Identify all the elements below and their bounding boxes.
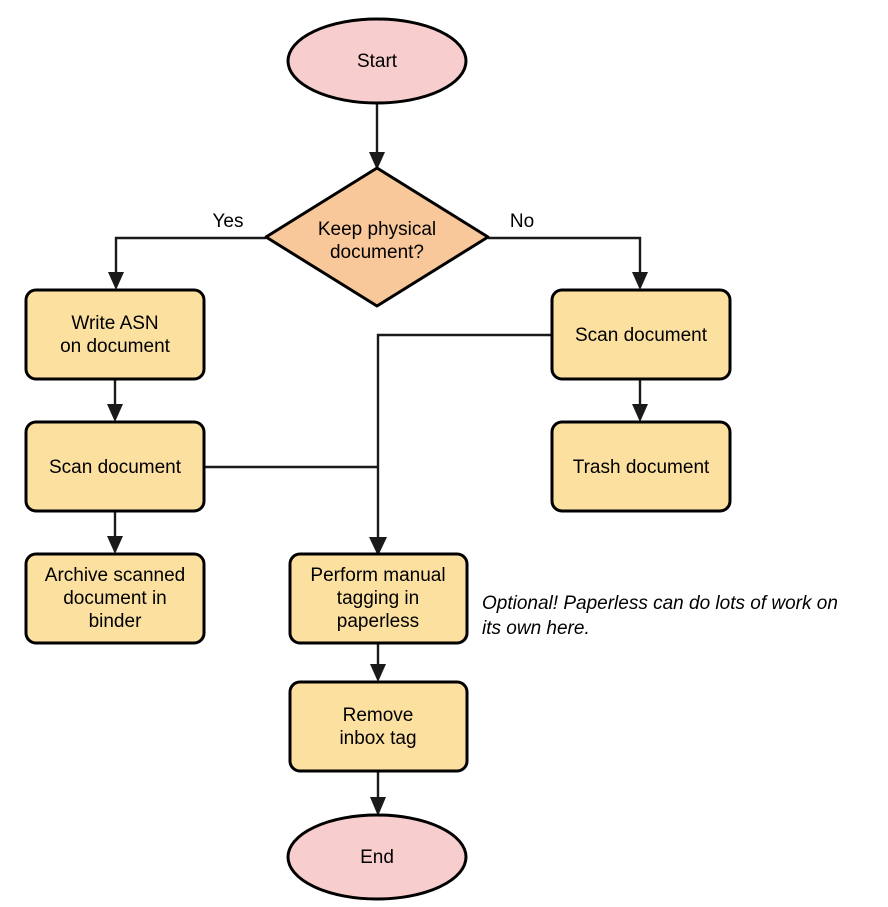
node-scan-document-left[interactable]: Scan document [24, 420, 206, 513]
trash-document-box[interactable] [550, 420, 732, 513]
scan-document-right-label: Scan document [575, 325, 708, 346]
tagging-label-line3: paperless [337, 611, 419, 632]
decision-label-line2: document? [330, 242, 424, 263]
start-ellipse[interactable] [286, 17, 468, 105]
remove-tag-label-line1: Remove [343, 705, 414, 726]
annotation-line1: Optional! Paperless can do lots of work … [482, 593, 838, 614]
edge-decision-no-to-scan-right [488, 236, 648, 290]
node-end[interactable]: End [286, 813, 468, 901]
annotation-optional-paperless: Optional! Paperless can do lots of work … [482, 593, 838, 639]
edge-scan-right-to-trash [632, 379, 648, 422]
start-label: Start [357, 51, 398, 72]
arrowhead-icon [108, 272, 124, 290]
archive-box[interactable] [24, 552, 206, 645]
end-label: End [360, 847, 394, 868]
node-write-asn-on-document[interactable]: Write ASN on document [24, 288, 206, 381]
edge-line [114, 236, 266, 280]
node-perform-manual-tagging[interactable]: Perform manual tagging in paperless [288, 552, 469, 645]
edge-scan-left-to-archive [107, 511, 123, 554]
node-remove-inbox-tag[interactable]: Remove inbox tag [288, 680, 469, 773]
archive-label-line2: document in [63, 588, 167, 609]
edge-tagging-to-remove-tag [370, 643, 386, 682]
node-start[interactable]: Start [286, 17, 468, 105]
arrowhead-icon [632, 404, 648, 422]
node-scan-document-right[interactable]: Scan document [550, 288, 732, 381]
arrowhead-icon [107, 536, 123, 554]
edge-label-yes: Yes [213, 211, 244, 232]
arrowhead-icon [632, 272, 648, 290]
arrowhead-icon [370, 797, 386, 816]
edge-remove-tag-to-end [370, 771, 386, 816]
node-archive-scanned-document[interactable]: Archive scanned document in binder [24, 552, 206, 645]
archive-label-line1: Archive scanned [45, 565, 185, 586]
write-asn-box[interactable] [24, 288, 206, 381]
decision-label-line1: Keep physical [318, 219, 436, 240]
remove-inbox-tag-box[interactable] [288, 680, 469, 773]
write-asn-label-line2: on document [60, 336, 171, 357]
tagging-label-line2: tagging in [337, 588, 419, 609]
edge-decision-yes-to-write-asn [108, 236, 266, 290]
node-trash-document[interactable]: Trash document [550, 420, 732, 513]
tagging-box[interactable] [288, 552, 469, 645]
tagging-label-line1: Perform manual [310, 565, 445, 586]
archive-label-line3: binder [89, 611, 142, 632]
scan-document-left-box[interactable] [24, 420, 206, 513]
node-decision-keep-physical-document[interactable]: Keep physical document? [264, 166, 490, 308]
annotation-line2: its own here. [482, 618, 590, 639]
edge-scan-right-to-tagging [369, 333, 552, 556]
remove-tag-label-line2: inbox tag [339, 728, 416, 749]
edge-start-to-decision [369, 101, 385, 170]
edge-write-asn-to-scan-left [107, 379, 123, 422]
end-ellipse[interactable] [286, 813, 468, 901]
edge-label-no: No [510, 211, 534, 232]
trash-document-label: Trash document [573, 457, 710, 478]
scan-document-right-box[interactable] [550, 288, 732, 381]
edge-line [376, 333, 552, 544]
decision-diamond[interactable] [264, 166, 490, 308]
scan-document-left-label: Scan document [49, 457, 182, 478]
arrowhead-icon [370, 664, 386, 682]
edge-line [488, 236, 642, 280]
arrowhead-icon [369, 537, 387, 556]
arrowhead-icon [107, 404, 123, 422]
arrowhead-icon [369, 152, 385, 170]
write-asn-label-line1: Write ASN [71, 313, 158, 334]
